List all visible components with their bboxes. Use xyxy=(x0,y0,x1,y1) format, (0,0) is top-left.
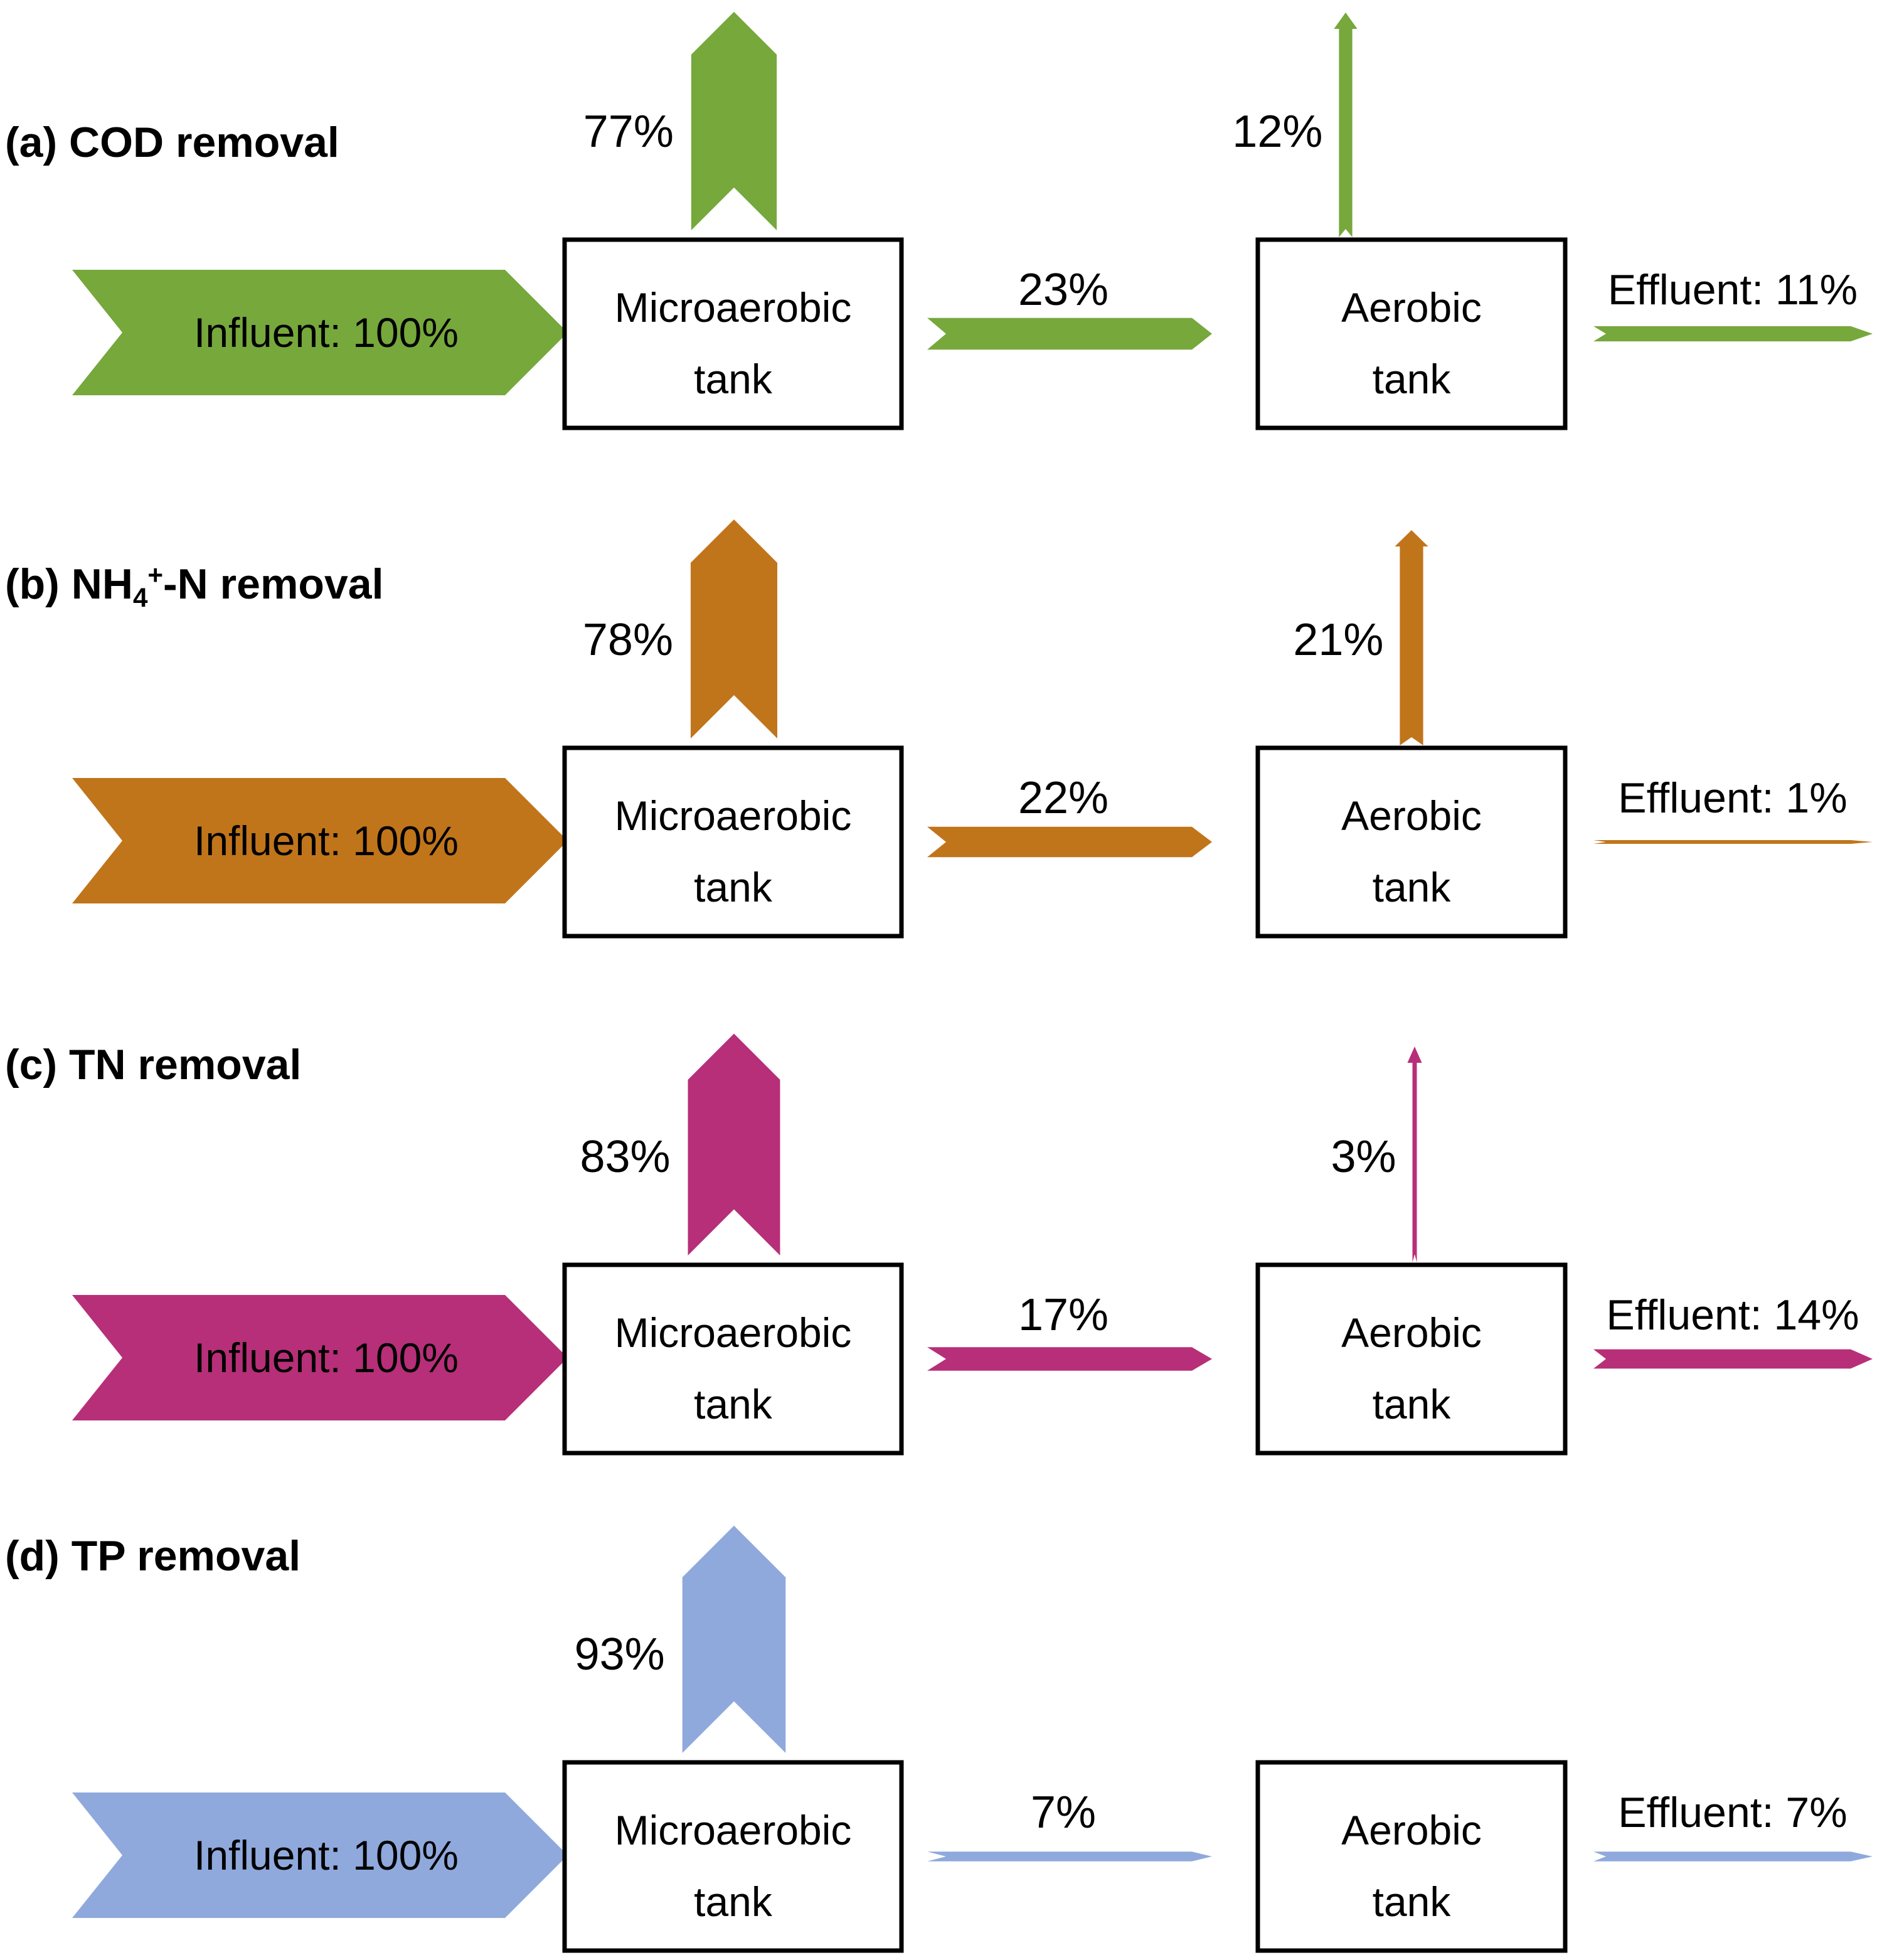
panel-a-title: (a) COD removal xyxy=(5,120,339,165)
aerobic-tank-box xyxy=(1255,1262,1568,1456)
aerobic-removal-arrow xyxy=(1395,530,1428,745)
influent-arrow xyxy=(72,778,568,903)
microaerobic-tank-label-line1: Microaerobic xyxy=(614,1807,852,1853)
microaerobic-tank-box xyxy=(562,1262,904,1456)
aerobic-tank-label-line1: Aerobic xyxy=(1341,1309,1482,1356)
effluent-label: Effluent: 7% xyxy=(1618,1789,1847,1836)
aerobic-tank-label-line1: Aerobic xyxy=(1341,284,1482,331)
title-segment: (d) TP removal xyxy=(5,1532,301,1580)
aerobic-tank-label-line2: tank xyxy=(1372,1381,1451,1427)
effluent-label: Effluent: 14% xyxy=(1606,1291,1859,1339)
microaerobic-tank-label-line1: Microaerobic xyxy=(614,284,852,331)
aerobic-tank-label-line2: tank xyxy=(1372,1878,1451,1925)
microaerobic-tank-label-line2: tank xyxy=(694,1878,772,1925)
influent-arrow xyxy=(72,1295,568,1420)
effluent-arrow xyxy=(1593,1851,1873,1861)
microaerobic-removal-arrow xyxy=(691,11,777,230)
title-segment: -N removal xyxy=(163,560,384,609)
aerobic-removal-arrow xyxy=(1334,13,1358,237)
aerobic-removal-arrow xyxy=(1407,1047,1422,1262)
influent-label: Influent: 100% xyxy=(194,1832,459,1878)
to-aerobic-arrow xyxy=(927,826,1212,858)
microaerobic-removal-label: 78% xyxy=(582,615,673,665)
aerobic-tank-label-line1: Aerobic xyxy=(1341,1807,1482,1853)
aerobic-tank-box xyxy=(1255,1760,1568,1953)
panel-d-title: (d) TP removal xyxy=(5,1532,301,1580)
microaerobic-tank-label-line2: tank xyxy=(694,864,772,910)
panel-b-title: (b) NH4+-N removal xyxy=(5,560,384,612)
aerobic-removal-label: 21% xyxy=(1293,615,1384,665)
aerobic-removal-label: 12% xyxy=(1232,107,1323,157)
microaerobic-removal-label: 93% xyxy=(574,1629,665,1680)
title-segment: 4 xyxy=(132,582,148,612)
effluent-arrow xyxy=(1593,326,1873,342)
influent-label: Influent: 100% xyxy=(194,1334,459,1381)
effluent-label: Effluent: 11% xyxy=(1607,266,1858,314)
effluent-arrow xyxy=(1593,1349,1873,1369)
microaerobic-tank-box xyxy=(562,745,904,939)
to-aerobic-label: 23% xyxy=(1018,265,1109,315)
title-segment: + xyxy=(147,560,164,590)
microaerobic-removal-label: 83% xyxy=(580,1132,671,1182)
aerobic-tank-label-line2: tank xyxy=(1372,864,1451,910)
microaerobic-removal-arrow xyxy=(682,1525,786,1753)
title-segment: (a) COD removal xyxy=(5,119,339,166)
to-aerobic-arrow xyxy=(927,1347,1212,1371)
panel-c-title: (c) TN removal xyxy=(5,1041,302,1089)
aerobic-tank-box xyxy=(1255,745,1568,939)
microaerobic-tank-box xyxy=(562,1760,904,1953)
to-aerobic-label: 22% xyxy=(1018,773,1109,823)
microaerobic-removal-arrow xyxy=(690,519,778,738)
to-aerobic-label: 17% xyxy=(1018,1290,1109,1340)
aerobic-removal-label: 3% xyxy=(1331,1132,1396,1182)
microaerobic-tank-box xyxy=(562,237,904,430)
microaerobic-tank-label-line1: Microaerobic xyxy=(614,1309,852,1356)
to-aerobic-label: 7% xyxy=(1030,1787,1097,1838)
microaerobic-tank-label-line2: tank xyxy=(694,356,772,402)
influent-arrow xyxy=(72,1792,568,1918)
influent-label: Influent: 100% xyxy=(194,818,459,864)
to-aerobic-arrow xyxy=(927,1851,1212,1861)
aerobic-tank-box xyxy=(1255,237,1568,430)
microaerobic-tank-label-line2: tank xyxy=(694,1381,772,1427)
effluent-label: Effluent: 1% xyxy=(1618,774,1847,822)
aerobic-tank-label-line2: tank xyxy=(1372,356,1451,402)
title-segment: (c) TN removal xyxy=(5,1041,302,1089)
microaerobic-tank-label-line1: Microaerobic xyxy=(614,792,852,839)
influent-label: Influent: 100% xyxy=(194,309,459,356)
microaerobic-removal-arrow xyxy=(688,1033,780,1255)
microaerobic-removal-label: 77% xyxy=(583,107,674,157)
effluent-arrow xyxy=(1593,840,1873,844)
influent-arrow xyxy=(72,270,568,395)
title-segment: (b) NH xyxy=(5,560,133,609)
to-aerobic-arrow xyxy=(927,317,1212,350)
aerobic-tank-label-line1: Aerobic xyxy=(1341,792,1482,839)
